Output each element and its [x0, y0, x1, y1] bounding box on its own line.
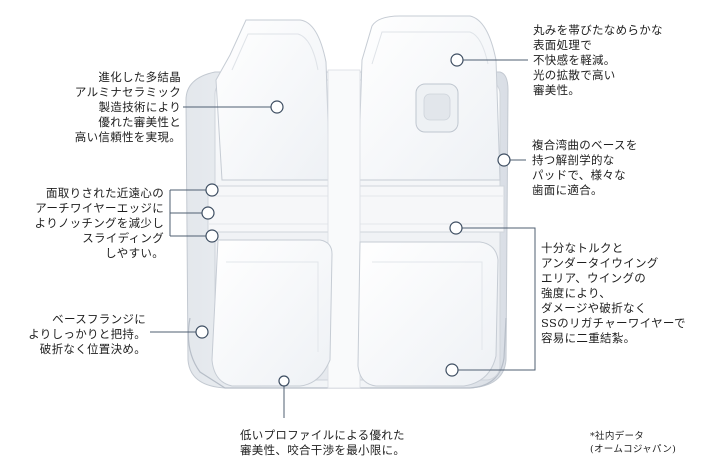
leader-chamfer — [169, 189, 206, 237]
footnote: *社内データ (オームコジャパン) — [590, 431, 677, 455]
marker-alumina — [270, 100, 284, 114]
marker-compound — [497, 153, 511, 167]
callout-torque: 十分なトルクと アンダータイウイング エリア、ウイングの 強度により、 ダメージ… — [541, 241, 686, 345]
marker-rounded — [450, 53, 464, 67]
upper-left-wing — [215, 19, 331, 181]
callout-rounded: 丸みを帯びたなめらかな 表面処理で 不快感を軽減。 光の拡散で高い 審美性。 — [533, 23, 663, 97]
marker-flange — [195, 325, 209, 339]
leader-torque — [458, 227, 536, 371]
marker-torque-bottom — [445, 363, 459, 377]
marker-chamfer-bottom — [205, 229, 219, 243]
marker-lowprofile — [278, 375, 290, 387]
callout-chamfer: 面取りされた近遠心の アーチワイヤーエッジに よりノッチングを減少し スライディ… — [34, 186, 164, 260]
markers — [195, 53, 511, 387]
marker-torque-top — [449, 221, 463, 235]
leader-lines — [150, 59, 536, 418]
marker-chamfer-mid — [201, 206, 215, 220]
callout-lowprofile: 低いプロファイルによる優れた 審美性、咬合干渉を最小限に。 — [240, 428, 406, 457]
callout-compound: 複合湾曲のベースを 持つ解剖学的な パッドで、様々な 歯面に適合。 — [532, 138, 638, 197]
callout-alumina: 進化した多結晶 アルミナセラミック 製造技術により 優れた審美性と 高い信頼性を… — [74, 70, 181, 144]
lower-left-wing — [211, 239, 333, 387]
marker-chamfer-top — [205, 183, 219, 197]
callout-flange: ベースフランジに よりしっかりと把持。 破折なく位置決め。 — [28, 312, 146, 356]
lower-right-wing — [357, 241, 499, 387]
